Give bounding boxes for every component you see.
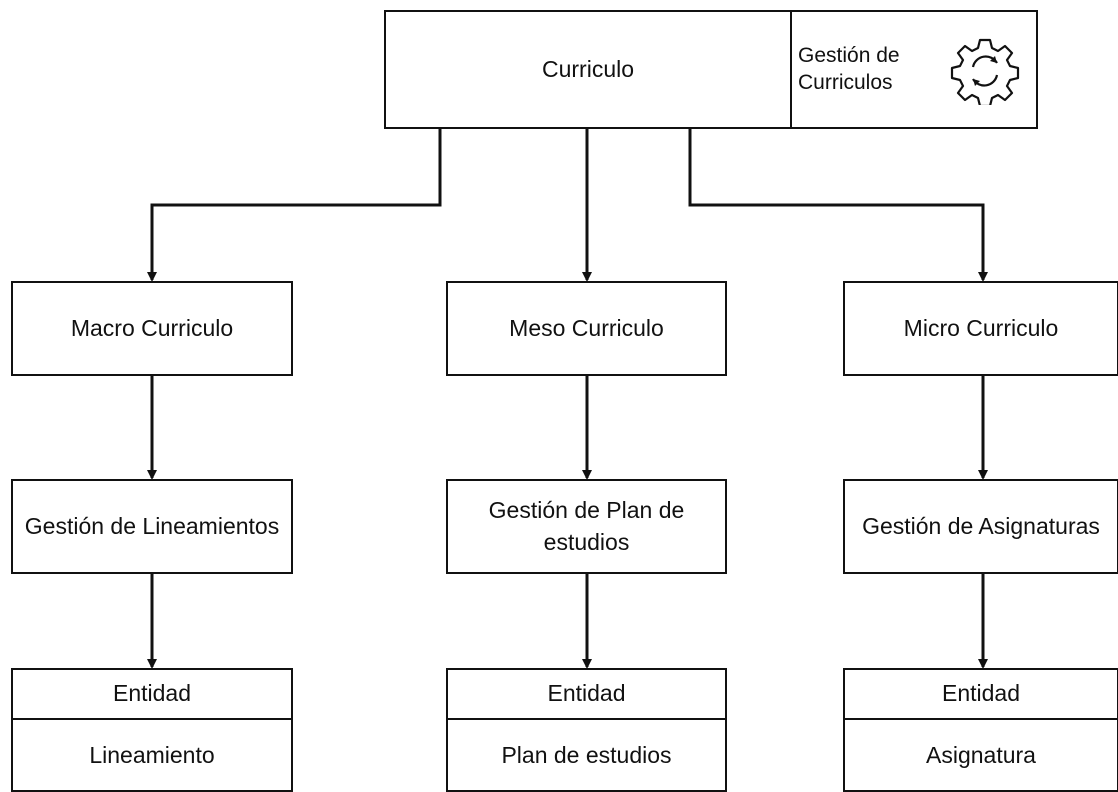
entity-name: Plan de estudios <box>501 742 672 769</box>
entity-header: Entidad <box>448 670 725 720</box>
gestion-lineamientos-box: Gestión de Lineamientos <box>11 479 293 574</box>
gestion-asignaturas-box: Gestión de Asignaturas <box>843 479 1118 574</box>
gestion-plan-estudios-box: Gestión de Plan de estudios <box>446 479 727 574</box>
entity-plan-estudios-box: Entidad Plan de estudios <box>446 668 727 792</box>
entity-lineamiento-box: Entidad Lineamiento <box>11 668 293 792</box>
entity-name: Lineamiento <box>89 742 215 769</box>
gear-refresh-icon <box>950 38 1020 105</box>
entity-header: Entidad <box>845 670 1117 720</box>
meso-curriculo-box: Meso Curriculo <box>446 281 727 376</box>
entity-name: Asignatura <box>926 742 1036 769</box>
root-box: Curriculo Gestión de Curriculos <box>384 10 1038 129</box>
entity-asignatura-box: Entidad Asignatura <box>843 668 1118 792</box>
root-side-label: Gestión de Curriculos <box>798 44 900 94</box>
connector-root-micro <box>688 129 988 282</box>
entity-header: Entidad <box>13 670 291 720</box>
macro-curriculo-box: Macro Curriculo <box>11 281 293 376</box>
connector-root-macro <box>147 129 442 282</box>
root-side-panel: Gestión de Curriculos <box>790 12 1038 127</box>
root-title: Curriculo <box>541 55 635 82</box>
micro-curriculo-box: Micro Curriculo <box>843 281 1118 376</box>
